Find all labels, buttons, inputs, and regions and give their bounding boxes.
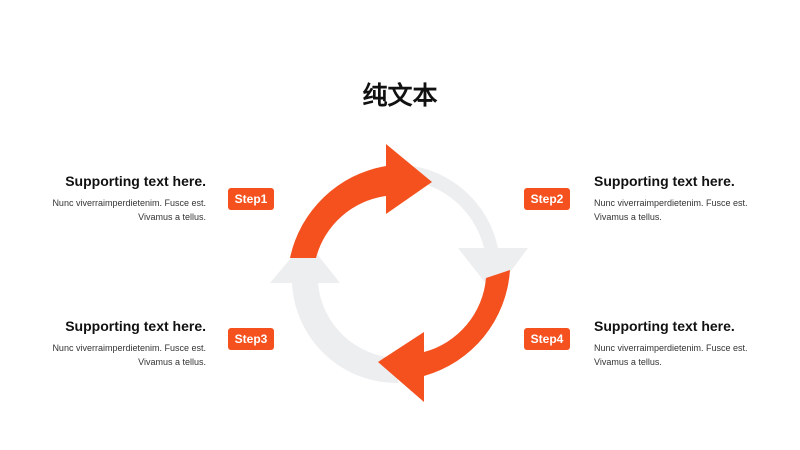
step4-line1: Nunc viverraimperdietenim. Fusce est. xyxy=(594,343,748,353)
step3-heading: Supporting text here. xyxy=(65,318,206,334)
step-badge-2: Step2 xyxy=(524,188,570,210)
gray-arrow-top-right xyxy=(406,165,528,294)
step4-line2: Vivamus a tellus. xyxy=(594,357,662,367)
step-badge-1: Step1 xyxy=(228,188,274,210)
orange-arrow-bottom-right xyxy=(378,270,510,402)
step-badge-4: Step4 xyxy=(524,328,570,350)
step4-text: Supporting text here. Nunc viverraimperd… xyxy=(594,318,784,369)
step2-text: Supporting text here. Nunc viverraimperd… xyxy=(594,173,784,224)
orange-arrow-top-left xyxy=(290,144,432,258)
step1-text: Supporting text here. Nunc viverraimperd… xyxy=(16,173,206,224)
step3-line1: Nunc viverraimperdietenim. Fusce est. xyxy=(52,343,206,353)
step2-heading: Supporting text here. xyxy=(594,173,735,189)
step2-line2: Vivamus a tellus. xyxy=(594,212,662,222)
step-badge-3: Step3 xyxy=(228,328,274,350)
page-title: 纯文本 xyxy=(362,81,438,110)
step1-line2: Vivamus a tellus. xyxy=(138,212,206,222)
gray-arrow-bottom-left xyxy=(270,240,398,384)
step1-heading: Supporting text here. xyxy=(65,173,206,189)
step4-heading: Supporting text here. xyxy=(594,318,735,334)
step1-line1: Nunc viverraimperdietenim. Fusce est. xyxy=(52,198,206,208)
step3-line2: Vivamus a tellus. xyxy=(138,357,206,367)
step3-text: Supporting text here. Nunc viverraimperd… xyxy=(16,318,206,369)
step2-line1: Nunc viverraimperdietenim. Fusce est. xyxy=(594,198,748,208)
